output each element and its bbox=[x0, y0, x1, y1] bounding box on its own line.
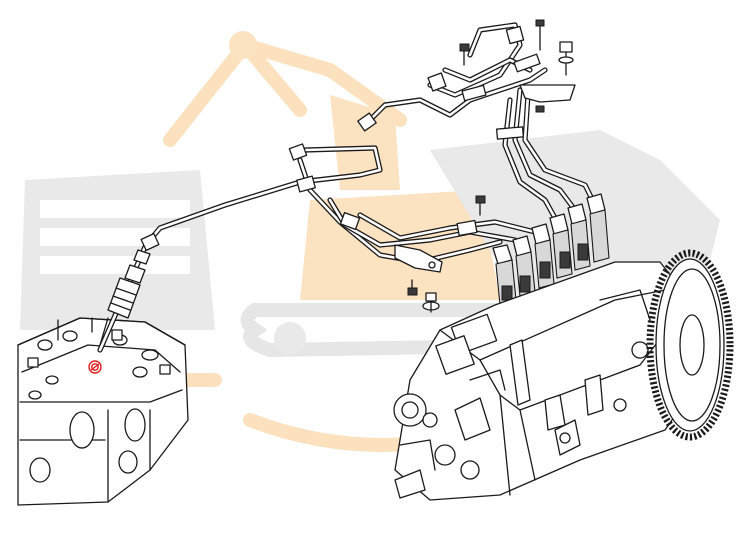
bolt bbox=[407, 279, 418, 296]
bolt bbox=[459, 43, 470, 66]
bolt bbox=[535, 19, 545, 51]
sealing-washer-highlight bbox=[88, 360, 102, 374]
injector bbox=[97, 237, 151, 353]
pipe-clamp-bracket bbox=[296, 53, 576, 273]
bolts bbox=[407, 19, 574, 313]
fuel-injection-pipes bbox=[140, 22, 598, 265]
bolt bbox=[475, 195, 486, 216]
bolt bbox=[535, 105, 545, 113]
pump-drive-gear bbox=[646, 249, 734, 441]
injection-pump bbox=[393, 193, 701, 501]
bolt bbox=[422, 292, 440, 313]
delivery-valves bbox=[492, 193, 610, 306]
bolt bbox=[558, 41, 574, 76]
cylinder-head bbox=[17, 317, 189, 506]
